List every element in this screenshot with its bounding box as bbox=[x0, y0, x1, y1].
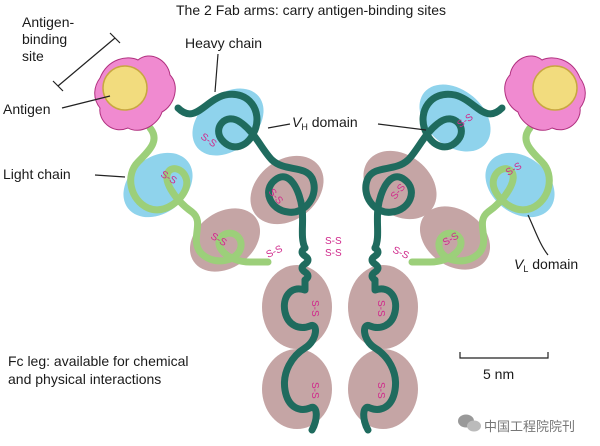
ss-bond-fc-right-upper: S-S bbox=[375, 300, 386, 317]
ss-bond-fc-left-upper: S-S bbox=[309, 300, 320, 317]
antigen-left-group bbox=[94, 55, 176, 131]
vh-rest: domain bbox=[307, 114, 358, 130]
fc-leg-line2: and physical interactions bbox=[8, 371, 162, 387]
light-chain-leader bbox=[94, 174, 126, 178]
ss-bond-fc-left-lower: S-S bbox=[309, 382, 320, 399]
disulfide-bonds: S-S S-S S-S S-S S-S S-S S-S S-S S-S S-S … bbox=[159, 112, 525, 399]
vl-letter: V bbox=[514, 256, 524, 272]
heavy-chain-leader bbox=[214, 53, 219, 93]
heavy-chain-left bbox=[174, 90, 318, 252]
vh-domain-label: VH domain bbox=[292, 114, 358, 135]
scale-bar bbox=[459, 352, 549, 359]
vh-domain-leader bbox=[377, 123, 427, 131]
hinge-left bbox=[298, 244, 312, 284]
heavy-chain-right bbox=[362, 90, 506, 252]
vl-subscript: L bbox=[523, 264, 529, 274]
antigen-label: Antigen bbox=[3, 101, 51, 117]
vl-rest: domain bbox=[528, 256, 579, 272]
diagram-title: The 2 Fab arms: carry antigen-binding si… bbox=[176, 2, 447, 18]
antigen-right bbox=[532, 65, 578, 111]
leader-lines bbox=[52, 32, 549, 359]
fc-chain-left bbox=[280, 276, 320, 434]
ss-bond-hinge-lower: S-S bbox=[325, 248, 342, 259]
light-chain-left bbox=[127, 124, 272, 266]
heavy-chain-label: Heavy chain bbox=[185, 35, 263, 51]
ss-bond-interchain-right: S-S bbox=[391, 245, 411, 262]
heavy-chains bbox=[174, 90, 506, 434]
fc-domain-left-upper bbox=[262, 265, 332, 349]
fc-chain-right bbox=[360, 276, 400, 434]
vl-domain-left bbox=[123, 152, 193, 218]
light-chain-label: Light chain bbox=[3, 166, 71, 182]
ss-bond-fc-right-lower: S-S bbox=[375, 382, 386, 399]
antigen-binding-site-label: Antigen- binding site bbox=[22, 14, 74, 65]
antigen-leader bbox=[61, 95, 111, 109]
ss-bond-hinge-upper: S-S bbox=[325, 236, 342, 247]
light-chains bbox=[127, 124, 553, 266]
antigen-left bbox=[102, 65, 148, 111]
light-chain-right bbox=[408, 124, 553, 266]
antigen-binding-line3: site bbox=[22, 48, 44, 64]
vh-letter: V bbox=[292, 114, 302, 130]
scale-label: 5 nm bbox=[483, 366, 515, 382]
antigen-binding-line2: binding bbox=[22, 31, 68, 47]
fc-domain-left-lower bbox=[262, 349, 332, 429]
vl-domain-label: VL domain bbox=[514, 256, 578, 277]
watermark-text: 中国工程院院刊 bbox=[484, 419, 576, 434]
wechat-icon bbox=[458, 414, 481, 432]
antigen-binding-bracket bbox=[52, 32, 121, 92]
hinge-right bbox=[368, 244, 382, 284]
antigen-right-group bbox=[504, 55, 586, 131]
vl-domain-leader bbox=[527, 214, 549, 256]
fc-leg-line1: Fc leg: available for chemical bbox=[8, 353, 189, 369]
vh-left-leader bbox=[267, 123, 291, 129]
fc-leg-label: Fc leg: available for chemical and physi… bbox=[8, 352, 189, 388]
antigen-binding-line1: Antigen- bbox=[22, 14, 75, 30]
ss-bond-interchain-left: S-S bbox=[265, 244, 285, 261]
vh-subscript: H bbox=[301, 122, 308, 132]
fc-domains bbox=[262, 265, 418, 429]
